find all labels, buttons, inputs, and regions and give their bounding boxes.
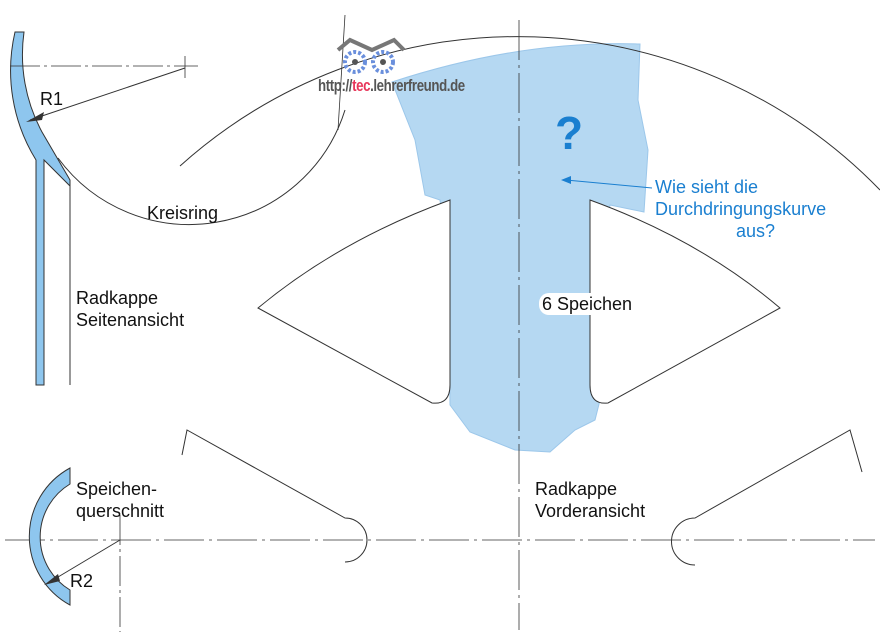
logo-highlight: tec	[352, 76, 371, 95]
kreisring-label: Kreisring	[147, 203, 219, 223]
question-arrowhead	[561, 176, 571, 184]
cross-section-label-line2: querschnitt	[76, 501, 165, 521]
question-line3: aus?	[735, 221, 775, 241]
spokes-label: 6 Speichen	[539, 293, 636, 315]
question-line1: Wie sieht die	[655, 177, 759, 197]
logo-suffix: .lehrerfreund.de	[370, 76, 465, 95]
side-view-label-line1: Radkappe	[76, 288, 159, 308]
penetration-region	[391, 43, 649, 453]
r2-label: R2	[70, 571, 94, 591]
kreisring-arc	[57, 109, 346, 225]
front-view-label-line2: Vorderansicht	[535, 501, 646, 521]
lower-right-outline	[671, 429, 863, 566]
lower-left-outline	[181, 429, 368, 563]
site-logo: http://tec.lehrerfreund.de	[318, 76, 465, 96]
spoke-left	[257, 199, 451, 404]
side-view-label-line2: Seitenansicht	[76, 310, 185, 330]
cross-section-label: Speichen-querschnitt	[76, 478, 164, 522]
r2-dimension	[47, 539, 121, 584]
radkappe-side-band	[10, 31, 71, 386]
question-mark: ?	[555, 107, 584, 159]
r1-arrowhead	[26, 112, 44, 122]
question-line2: Durchdringungskurve	[655, 199, 827, 219]
spoke-right	[589, 199, 781, 404]
owl-logo-icon	[336, 37, 406, 74]
front-view-label-line1: Radkappe	[535, 479, 618, 499]
cross-section-label-line1: Speichen-	[76, 479, 158, 499]
r1-label: R1	[40, 89, 64, 109]
construction-line	[337, 14, 346, 131]
logo-prefix: http://	[318, 76, 353, 95]
spoke-cross-section	[28, 467, 71, 606]
outer-arc	[179, 36, 880, 191]
r1-dimension	[29, 67, 186, 121]
question-arrow	[565, 179, 653, 189]
r2-arrowhead	[44, 574, 60, 585]
